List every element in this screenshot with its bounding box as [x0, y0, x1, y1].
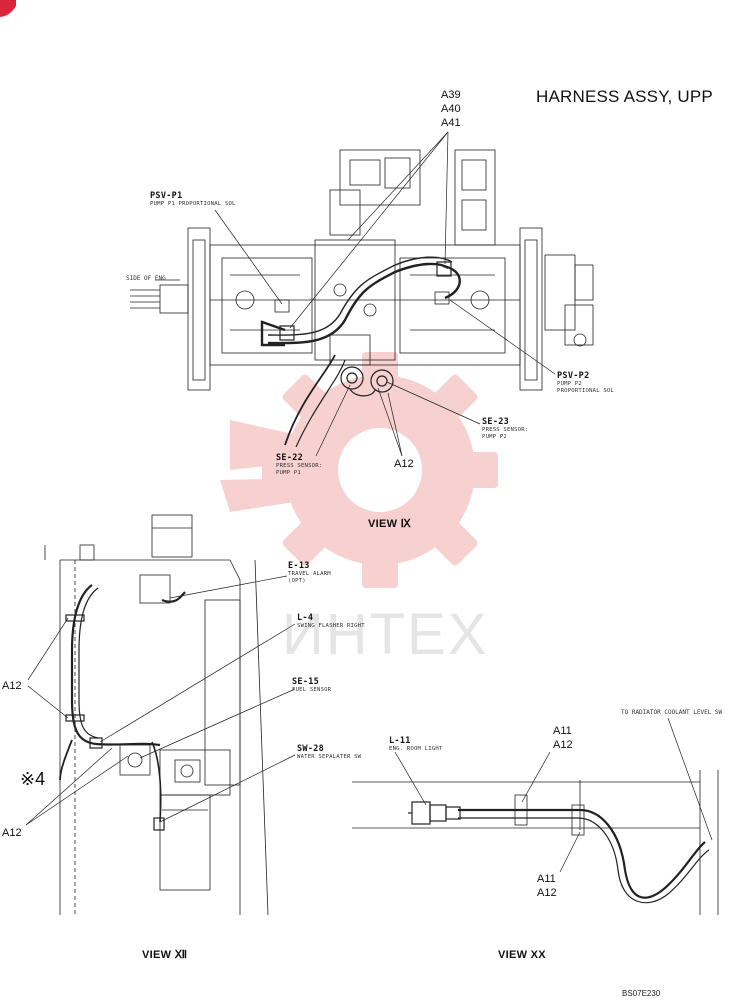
- pump-assembly: [130, 149, 594, 391]
- se-22-code: SE-22: [276, 453, 304, 463]
- se-23-code: SE-23: [482, 417, 510, 427]
- e-13-desc2: (OPT): [288, 578, 306, 584]
- side-of-eng-label: SIDE OF ENG: [126, 275, 166, 282]
- callout-a11-bottom: A11: [537, 873, 556, 885]
- note-4: ※4: [20, 769, 46, 789]
- callout-a12-lower: A12: [2, 827, 22, 839]
- connector-l-11: [408, 801, 461, 825]
- callout-a12-bottom: A12: [537, 887, 557, 899]
- watermark-gear: [220, 352, 498, 588]
- se-23-desc2: PUMP P2: [482, 434, 507, 440]
- se-15-code: SE-15: [292, 677, 320, 687]
- harness-view-xii: [59, 584, 186, 823]
- callout-a41: A41: [441, 117, 461, 129]
- view-xii-label: VIEW Ⅻ: [142, 949, 188, 961]
- callout-a39: A39: [441, 89, 461, 101]
- clips-view-xii: [65, 614, 165, 831]
- callout-a12-upper: A12: [2, 680, 22, 692]
- leaders-view-xx: [394, 717, 713, 873]
- l-4-desc: SWING FLASHER RIGHT: [297, 623, 365, 629]
- l-4-code: L-4: [297, 613, 314, 623]
- view-xx-label: VIEW XX: [498, 949, 546, 961]
- connector-psv-p1: [274, 299, 295, 341]
- psv-p1-desc: PUMP P1 PROPORTIONAL SOL: [150, 201, 236, 207]
- l-11-desc: ENG. ROOM LIGHT: [389, 746, 443, 752]
- psv-p2-desc2: PROPORTIONAL SOL: [557, 388, 615, 394]
- view-ix-label: VIEW Ⅸ: [368, 518, 412, 530]
- to-radiator-label: TO RADIATOR COOLANT LEVEL SW: [621, 709, 723, 716]
- se-23-desc1: PRESS SENSOR:: [482, 427, 529, 433]
- e-13-desc1: TRAVEL ALARM: [288, 571, 331, 577]
- psv-p1-code: PSV-P1: [150, 191, 183, 201]
- connector-psv-p2: [434, 261, 452, 305]
- page-title: HARNESS ASSY, UPP: [536, 87, 713, 106]
- callout-a12-top: A12: [553, 739, 573, 751]
- callout-a11-top: A11: [553, 725, 572, 737]
- sw-28-desc: WATER SEPALATER SW: [297, 754, 362, 760]
- e-13-code: E-13: [288, 561, 310, 571]
- press-sensor-p1-p2: [340, 366, 394, 397]
- leaders-view-xii: [25, 575, 296, 826]
- frame-view-xx: [352, 770, 719, 915]
- psv-p2-desc1: PUMP P2: [557, 381, 582, 387]
- sw-28-code: SW-28: [297, 744, 325, 754]
- psv-p2-code: PSV-P2: [557, 371, 590, 381]
- leaders-view-ix: [155, 131, 556, 457]
- drawing-number: BS07E230: [622, 989, 661, 998]
- harness-view-xx: [458, 808, 710, 904]
- se-15-desc: FUEL SENSOR: [292, 687, 332, 693]
- callout-a12-view-ix: A12: [394, 458, 414, 470]
- se-22-desc2: PUMP P1: [276, 470, 301, 476]
- se-22-desc1: PRESS SENSOR:: [276, 463, 323, 469]
- l-11-code: L-11: [389, 736, 411, 746]
- corner-logo: [0, 0, 16, 17]
- callout-a40: A40: [441, 103, 461, 115]
- watermark-text: ИНТЕХ: [282, 602, 489, 667]
